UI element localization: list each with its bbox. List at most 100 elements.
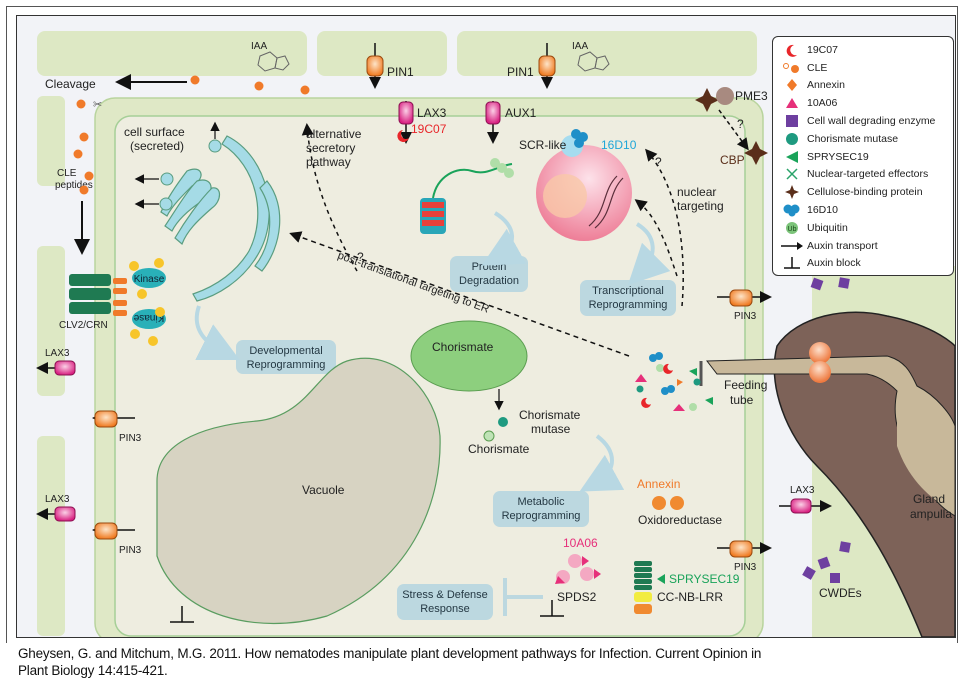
legend-item: SPRYSEC19 (781, 148, 953, 166)
chorismate-icon (483, 430, 495, 442)
annexin-icon (652, 496, 666, 510)
legend-item: Annexin (781, 77, 953, 95)
scissors-icon: ✂ (93, 99, 102, 111)
process-box-protein-degradation: Protein Degradation (450, 256, 528, 292)
iaa-molecule-icon (257, 51, 610, 72)
pin3-label-right-top: PIN3 (734, 311, 757, 322)
svg-text:Developmental: Developmental (249, 345, 322, 357)
inhibition-bar-stress (503, 578, 543, 616)
cross-icon (781, 167, 803, 181)
alt-secretory-label-1: alternative (306, 127, 362, 141)
svg-text:Degradation: Degradation (459, 275, 519, 287)
pin1-transporter-right (538, 43, 556, 89)
svg-text:Kinase: Kinase (133, 312, 164, 323)
legend-item-label: CLE (807, 61, 828, 74)
sprysec19-icon (657, 574, 665, 584)
svg-text:Reprogramming: Reprogramming (502, 510, 581, 522)
process-box-developmental: Developmental Reprogramming (236, 340, 336, 374)
nuclear-targeting-arrow-2 (634, 199, 678, 277)
chorismate-mutase-label-1: Chorismate (519, 408, 581, 422)
stylet-knob-top (809, 342, 831, 364)
t-bar-icon (781, 256, 803, 270)
plastid (410, 320, 528, 392)
cle-peptide-icon (781, 61, 803, 75)
lax3-label-left: LAX3 (45, 348, 70, 359)
svg-text:Kinase: Kinase (134, 274, 165, 285)
process-box-stress-defense: Stress & Defense Response (397, 584, 493, 620)
cell-wall-top-mid (317, 31, 447, 76)
chorismate-label: Chorismate (468, 442, 530, 456)
four-point-star-icon (781, 185, 803, 200)
left-triangle-icon (781, 150, 803, 164)
vesicle (159, 197, 173, 211)
iaa-label-left: IAA (251, 41, 267, 52)
cle-peptides-label-1: CLE (57, 168, 77, 179)
legend-item: 16D10 (781, 201, 953, 219)
effector-16d10-label: 16D10 (601, 138, 637, 152)
cell-wall-left-2 (37, 246, 65, 396)
lax3-transporter-left-bottom (36, 506, 76, 522)
cbp-label: CBP (720, 153, 745, 167)
effector-19c07-label: 19C07 (411, 122, 447, 136)
legend-item: 19C07 (781, 41, 953, 59)
legend-item: Cell wall degrading enzyme (781, 112, 953, 130)
vacuole-label: Vacuole (302, 483, 345, 497)
legend-item-label: 10A06 (807, 97, 838, 110)
pin3-transporter-left-bottom (92, 522, 135, 540)
legend-item-label: Annexin (807, 79, 845, 92)
flow-arrow-metabolic (579, 434, 625, 492)
cle-peptides-label-2: peptides (55, 180, 93, 191)
gland-ampulla-label-1: Gland (913, 492, 945, 506)
process-box-metabolic: Metabolic Reprogramming (493, 491, 589, 527)
crescent-icon (781, 43, 803, 57)
pme3-cbp-dashed-arrow (718, 109, 749, 151)
kinase-top: Kinase (132, 268, 166, 288)
spds2-label: SPDS2 (557, 590, 597, 604)
legend-item-label: Cell wall degrading enzyme (807, 115, 936, 128)
pin3-label-right-bottom: PIN3 (734, 562, 757, 573)
legend-item-label: Ubiquitin (807, 221, 848, 234)
nuclear-targeting-arrow-1 (645, 148, 684, 307)
svg-text:Reprogramming: Reprogramming (247, 359, 326, 371)
spds2-complex-icon (555, 554, 601, 584)
stylet-knob-bottom (809, 361, 831, 383)
lax3-transporter-right (779, 498, 832, 514)
alt-secretory-label-3: pathway (306, 155, 351, 169)
cwdes-label: CWDEs (819, 586, 862, 600)
flow-arrow-developmental (194, 305, 240, 360)
clv2-crn-receptor (69, 274, 127, 316)
lax3-label-left-bottom: LAX3 (45, 494, 70, 505)
ubiquitin-chain-icon (490, 158, 514, 178)
dna-helix-icon (588, 175, 624, 229)
pin3-label-left-bottom: PIN3 (119, 545, 142, 556)
citation-line-1: Gheysen, G. and Mitchum, M.G. 2011. How … (18, 646, 762, 661)
flow-arrow-degradation (481, 211, 527, 266)
process-box-transcriptional: Transcriptional Reprogramming (580, 280, 676, 316)
iaa-label-right: IAA (572, 41, 588, 52)
square-icon (781, 114, 803, 128)
ubiquitin-icon: Ub (781, 221, 803, 235)
nuclear-targeting-label-1: nuclear (677, 185, 716, 199)
aux1-transporter (485, 101, 501, 144)
legend-item-label: Auxin block (807, 257, 861, 270)
svg-text:Reprogramming: Reprogramming (589, 299, 668, 311)
legend-item-label: Auxin transport (807, 239, 878, 252)
legend-item: Cellulose-binding protein (781, 183, 953, 201)
circle-icon (781, 132, 803, 146)
chorismate-mutase-icon (498, 417, 508, 427)
legend-item: Chorismate mutase (781, 130, 953, 148)
lax3-transporter-top (398, 101, 414, 144)
cell-surface-secreted-label: (secreted) (130, 139, 184, 153)
pin1-label-left: PIN1 (387, 65, 414, 79)
cell-wall-top-right (457, 31, 757, 76)
alt-secretory-label-2: secretory (306, 141, 355, 155)
lax3-transporter-left (36, 360, 76, 376)
crescent-19c07-icon (397, 130, 409, 142)
legend-item-label: Cellulose-binding protein (807, 186, 923, 199)
star-cbp-icon (695, 88, 719, 112)
cc-nb-lrr-receptor (634, 561, 652, 614)
feeding-tube-label-1: Feeding (724, 378, 767, 392)
diamond-icon (781, 78, 803, 92)
cell-surface-label: cell surface (124, 125, 185, 139)
cell-wall-top-left (37, 31, 307, 76)
